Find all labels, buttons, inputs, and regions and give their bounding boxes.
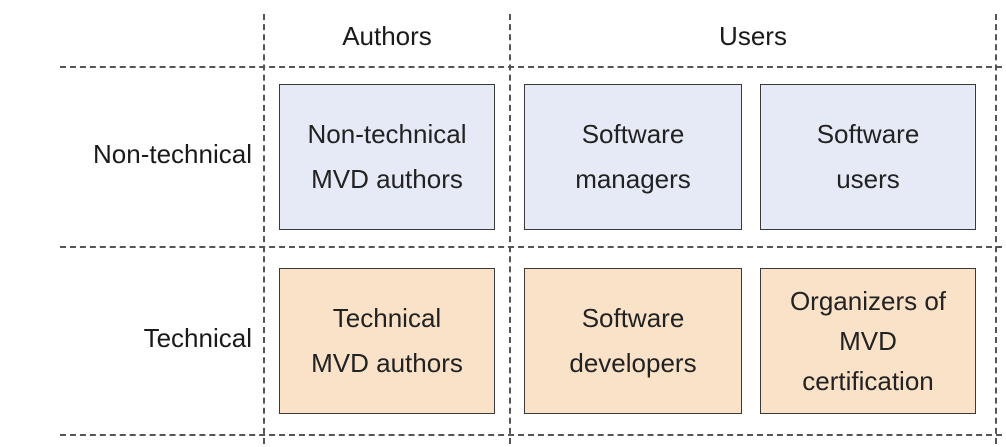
row-label-technical: Technical: [143, 322, 252, 353]
cell-mvd-certification-organizers: Organizers of MVD certification: [760, 268, 976, 414]
row-label-non-technical: Non-technical: [93, 138, 252, 169]
column-header-users: Users: [719, 20, 787, 51]
divider-rows: [60, 246, 1002, 248]
cell-non-technical-mvd-authors: Non-technical MVD authors: [279, 84, 495, 230]
cell-label: Software users: [816, 118, 920, 195]
cell-technical-mvd-authors: Technical MVD authors: [279, 268, 495, 414]
column-header-authors: Authors: [342, 20, 432, 51]
divider-left: [263, 14, 265, 444]
cell-software-users: Software users: [760, 84, 976, 230]
divider-bottom: [60, 434, 1002, 436]
cell-label: Software managers: [575, 118, 691, 195]
divider-right: [995, 14, 997, 444]
divider-middle: [509, 14, 511, 444]
cell-label: Technical MVD authors: [311, 302, 463, 379]
cell-software-managers: Software managers: [524, 84, 742, 230]
cell-label: Software developers: [569, 302, 697, 379]
cell-label: Organizers of MVD certification: [789, 285, 947, 397]
cell-label: Non-technical MVD authors: [307, 118, 467, 195]
cell-software-developers: Software developers: [524, 268, 742, 414]
divider-header: [60, 66, 1002, 68]
